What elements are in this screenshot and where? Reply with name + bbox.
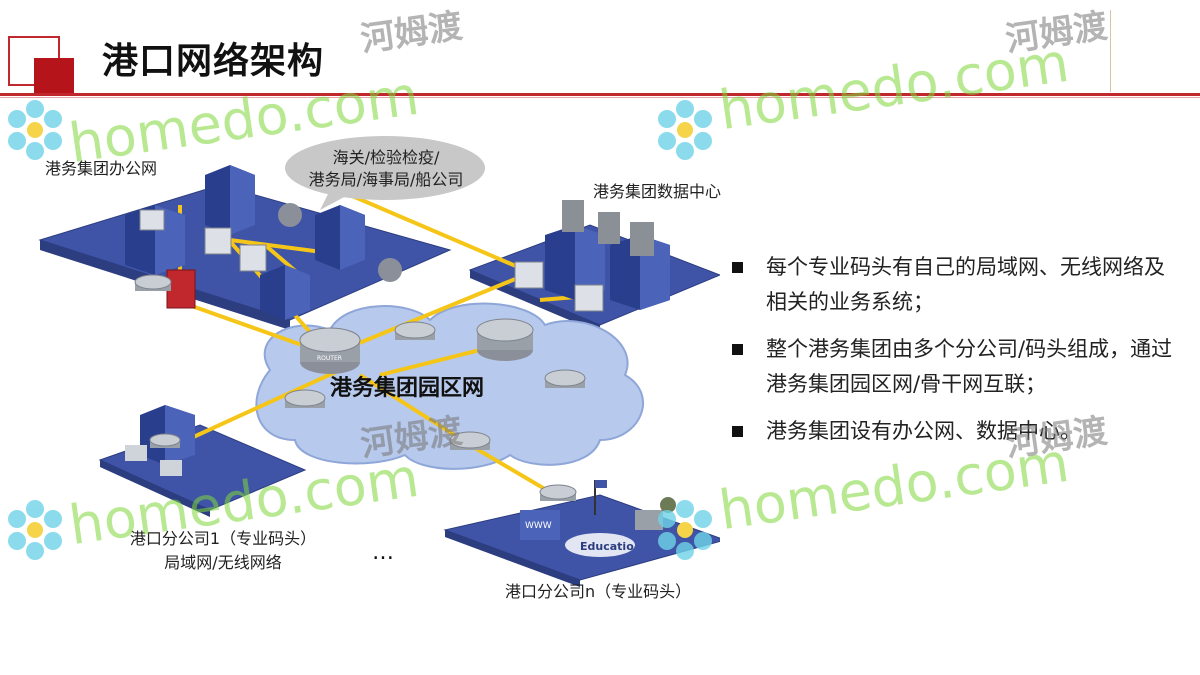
watermark-cn: 河姆渡 [1003,6,1110,60]
router-small-4 [449,431,491,450]
datacenter-buildings [545,200,670,310]
switch-office-3 [139,209,165,231]
switches [139,209,604,312]
bullet-item: 每个专业码头有自己的局域网、无线网络及相关的业务系统； [732,250,1182,320]
branch1-line-1: 港口分公司1（专业码头） [129,529,317,548]
branch1-label: 港口分公司1（专业码头） 局域网/无线网络 [117,527,329,575]
watermark-flower-icon [650,495,720,569]
switch-office-1 [204,227,232,255]
office-network-label: 港务集团办公网 [45,159,158,178]
router-small-1 [394,321,436,340]
bubble-line-1: 海关/检验检疫/ [332,148,440,167]
bullet-square-icon [732,426,743,437]
datacenter-label: 港务集团数据中心 [593,182,722,201]
more-branches-ellipsis: … [372,540,394,565]
bullet-item: 整个港务集团由多个分公司/码头组成，通过港务集团园区网/骨干网互联； [732,332,1182,402]
router-branchn [539,484,577,501]
router-core-2 [476,318,534,361]
header-accent-line [1110,10,1111,92]
router-small-3 [284,389,326,408]
bullet-square-icon [732,262,743,273]
header-divider-light [0,97,1200,98]
switch-dc-2 [574,284,604,312]
watermark-flower-icon [650,95,720,169]
header-divider [0,93,1200,96]
router-tag-core: ROUTER [317,355,342,362]
switch-dc-1 [514,261,544,289]
bullet-item: 港务集团设有办公网、数据中心。 [732,414,1182,449]
external-agencies-label: 海关/检验检疫/ 港务局/海事局/船公司 [288,147,484,191]
router-branch1 [149,433,181,448]
watermark-flower-icon [0,95,70,169]
router-core: ROUTER [299,327,361,374]
firewall [166,269,196,309]
bullet-list: 每个专业码头有自己的局域网、无线网络及相关的业务系统； 整个港务集团由多个分公司… [732,250,1182,461]
branchn-building: Educatio WWW [520,480,676,557]
bullet-text: 每个专业码头有自己的局域网、无线网络及相关的业务系统； [766,255,1165,314]
bullet-text: 整个港务集团由多个分公司/码头组成，通过港务集团园区网/骨干网互联； [766,337,1173,396]
watermark-flower-icon [0,495,70,569]
network-diagram: Educatio WWW ROUTER [38,136,720,587]
www-sign: WWW [525,521,552,531]
router-office [134,274,172,291]
branchn-label: 港口分公司n（专业码头） [505,582,692,601]
branch1-line-2: 局域网/无线网络 [164,553,282,572]
bullet-square-icon [732,344,743,355]
campus-network-label: 港务集团园区网 [330,376,485,401]
switch-office-2 [239,244,267,272]
router-small-2 [544,369,586,388]
page-title: 港口网络架构 [102,41,325,82]
external-agencies-bubble [285,136,485,210]
watermark-cn: 河姆渡 [358,6,465,60]
edu-sign: Educatio [580,540,634,553]
bullet-text: 港务集团设有办公网、数据中心。 [766,419,1081,443]
bubble-line-2: 港务局/海事局/船公司 [308,170,464,189]
logo-block [34,58,74,94]
